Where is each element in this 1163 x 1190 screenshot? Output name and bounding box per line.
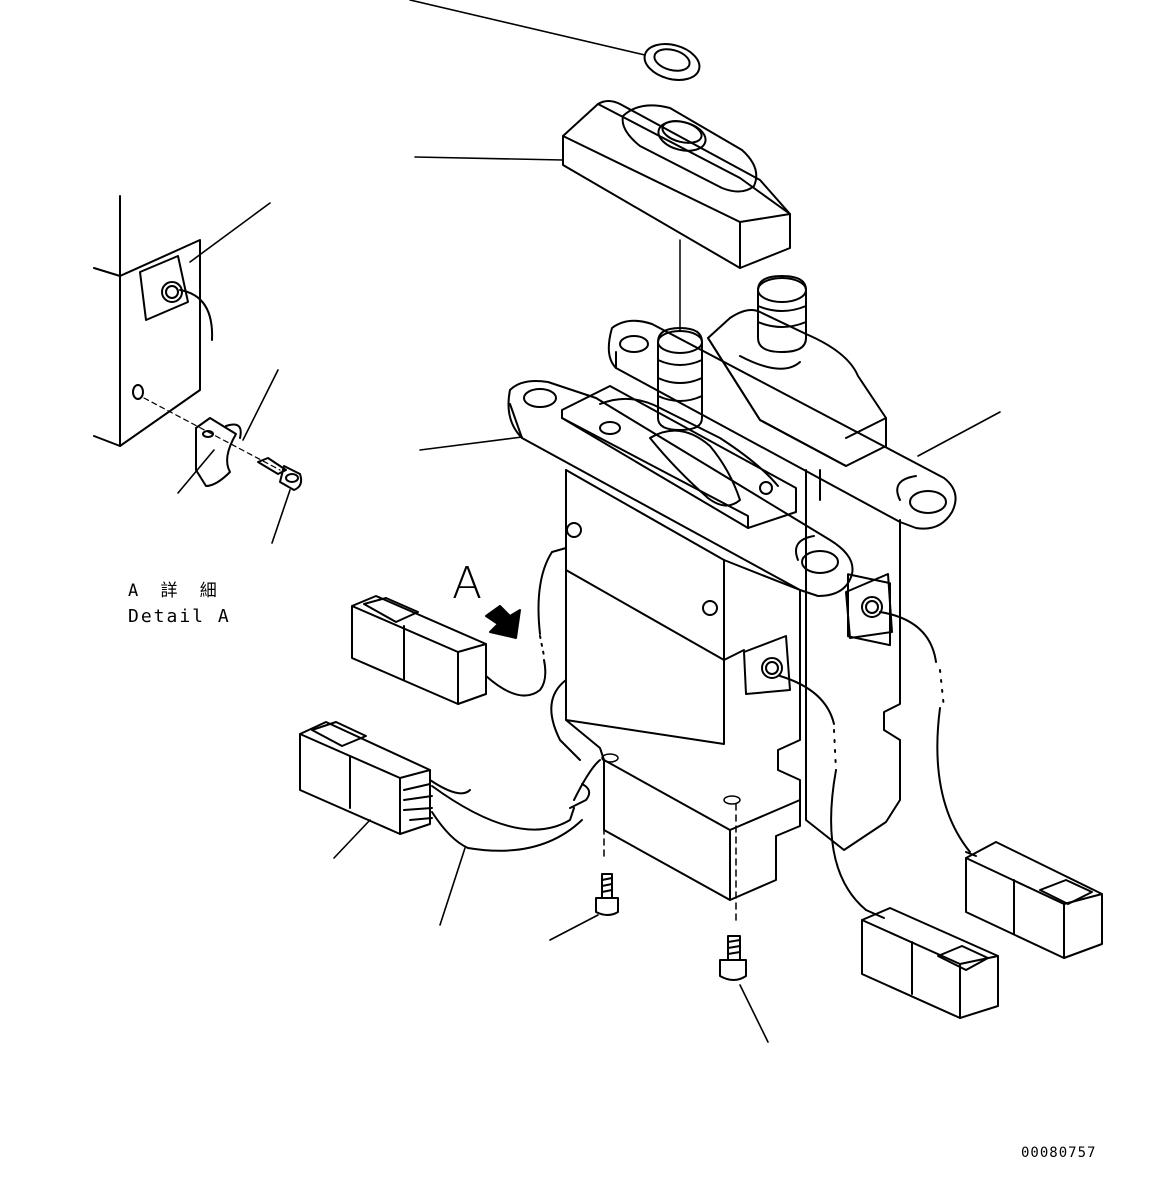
top-cover [563, 101, 790, 330]
detail-a-inset [94, 196, 301, 490]
washer-ring [641, 38, 704, 85]
front-valve-body [566, 470, 866, 920]
connector-b [300, 722, 600, 851]
rear-bracket [609, 321, 956, 529]
bolt-left [596, 874, 618, 915]
bolt-right [720, 936, 746, 980]
view-arrow [486, 606, 520, 638]
leader-lines [178, 0, 1000, 1042]
detail-a-label-jp: A 詳 細 [128, 581, 223, 601]
front-bracket [509, 381, 853, 596]
connector-c [862, 908, 998, 1018]
front-lever [562, 328, 796, 528]
view-a-label: A [452, 558, 483, 609]
rear-lever [708, 276, 886, 466]
detail-a-label-en: Detail A [128, 606, 231, 627]
drawing-number: 00080757 [1021, 1145, 1097, 1161]
connector-a [352, 548, 580, 760]
rear-valve-body [806, 470, 970, 852]
connector-d [966, 842, 1102, 958]
